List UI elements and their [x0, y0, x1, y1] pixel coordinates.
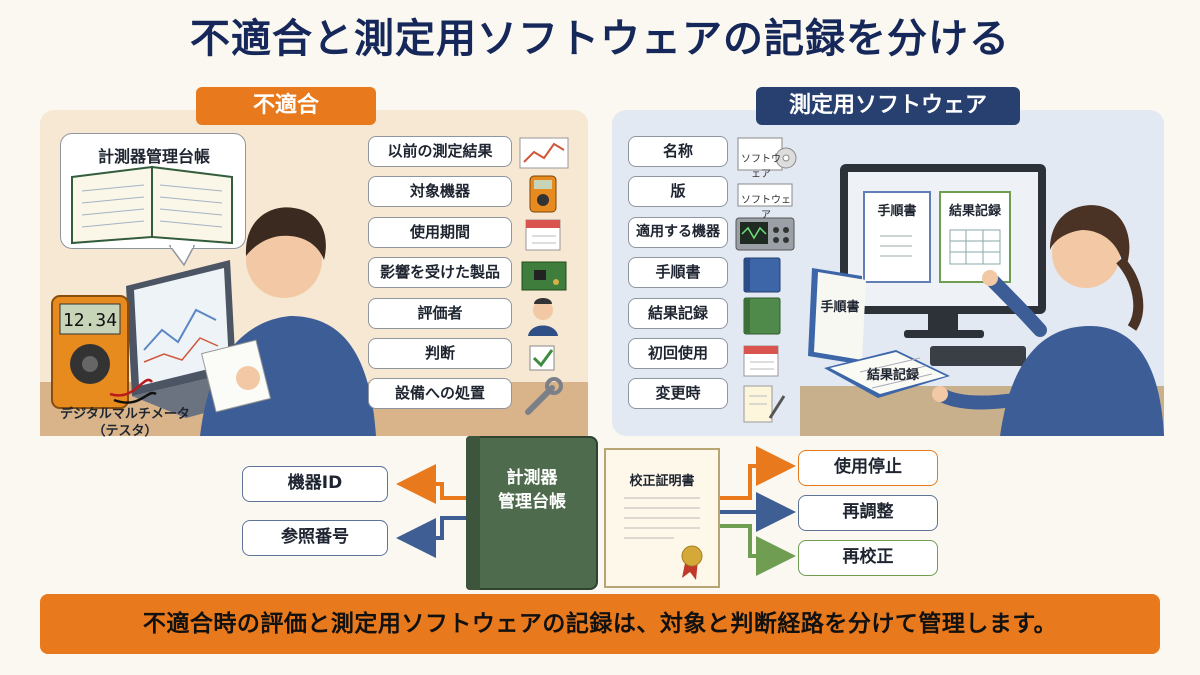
worker-person-icon — [200, 207, 376, 436]
book-spine — [466, 436, 480, 590]
book-title-line1: 計測器 — [506, 468, 558, 488]
arrow-to-stop-use — [718, 446, 796, 500]
multimeter-small-icon — [529, 175, 557, 213]
bubble-decor — [71, 165, 233, 267]
clipboard-pencil-icon — [743, 385, 786, 423]
list-item-change-time: 変更時 — [628, 378, 728, 409]
list-item-equipment-action: 設備への処置 — [368, 378, 512, 409]
keyboard-icon — [930, 346, 1026, 366]
standing-manual-icon — [808, 268, 866, 364]
right-list-icons — [735, 137, 797, 423]
list-item-result-record: 結果記録 — [628, 298, 728, 329]
open-ledger-book-icon — [71, 165, 233, 245]
recalibrate-box: 再校正 — [798, 540, 938, 576]
arrow-to-reference-number — [396, 516, 466, 558]
equipment-ledger-book-icon — [466, 436, 598, 590]
list-item-affected-products: 影響を受けた製品 — [368, 257, 512, 288]
readjust-box: 再調整 — [798, 495, 938, 531]
software-box-label: ソフトウェア — [741, 154, 781, 180]
left-illustration: 12.34 — [40, 207, 588, 436]
operator-woman-icon — [932, 205, 1164, 436]
arrow-to-recalibrate — [718, 524, 796, 576]
list-item-first-use: 初回使用 — [628, 338, 728, 369]
flow-arrows — [396, 446, 796, 576]
open-record-book-icon — [824, 350, 950, 398]
oscilloscope-icon — [735, 217, 795, 251]
book-title: 計測器 管理台帳 — [470, 466, 594, 514]
list-item-evaluator: 評価者 — [368, 298, 512, 329]
circuit-board-icon — [521, 261, 567, 291]
arrow-to-equipment-id — [396, 464, 466, 504]
software-box-icon — [737, 137, 797, 171]
list-item-name: 名称 — [628, 136, 728, 167]
screen-result-doc-icon — [939, 191, 1011, 283]
tester-label: デジタルマルチメータ（テスタ） — [60, 407, 190, 439]
standing-manual-label: 手順書 — [820, 300, 860, 315]
book-title-line2: 管理台帳 — [498, 492, 566, 512]
wrench-icon — [525, 377, 563, 415]
page-title: 不適合と測定用ソフトウェアの記録を分ける — [190, 16, 1010, 62]
green-record-book-icon — [743, 297, 781, 335]
seal-ribbon-icon — [681, 545, 703, 580]
evaluator-person-icon — [528, 298, 558, 336]
summary-banner: 不適合時の評価と測定用ソフトウェアの記録は、対象と判断経路を分けて管理します。 — [40, 594, 1160, 654]
right-illustration — [800, 164, 1164, 436]
software-label-text: ソフトウェア — [741, 195, 791, 221]
list-item-previous-results: 以前の測定結果 — [368, 136, 512, 167]
blue-manual-icon — [743, 257, 781, 293]
list-item-judgment: 判断 — [368, 338, 512, 369]
screen-result-label: 結果記録 — [948, 204, 1001, 219]
screen-procedure-label: 手順書 — [877, 204, 917, 219]
graph-paper-icon — [519, 137, 569, 169]
checkbox-icon — [529, 345, 555, 371]
nonconformity-tag: 不適合 — [196, 87, 376, 125]
left-list-icons — [519, 137, 569, 415]
list-item-applicable-equipment: 適用する機器 — [628, 217, 728, 248]
multimeter-icon: 12.34 — [51, 295, 157, 409]
reference-number-box: 参照番号 — [242, 520, 388, 556]
software-tag: 測定用ソフトウェア — [756, 87, 1020, 125]
desk-record-label: 結果記録 — [866, 368, 919, 383]
equipment-id-box: 機器ID — [242, 466, 388, 502]
list-item-usage-period: 使用期間 — [368, 217, 512, 248]
multimeter-display: 12.34 — [63, 310, 117, 331]
list-item-target-equipment: 対象機器 — [368, 176, 512, 207]
calendar-icon — [743, 345, 779, 377]
list-item-version: 版 — [628, 176, 728, 207]
calendar-icon — [525, 219, 561, 251]
stop-use-box: 使用停止 — [798, 450, 938, 486]
certificate-title: 校正証明書 — [629, 474, 695, 489]
screen-procedure-doc-icon — [863, 191, 931, 283]
software-label-icon — [737, 183, 793, 207]
certificate-decor — [624, 497, 703, 580]
list-item-procedure: 手順書 — [628, 257, 728, 288]
ledger-label: 計測器管理台帳 — [97, 147, 210, 166]
